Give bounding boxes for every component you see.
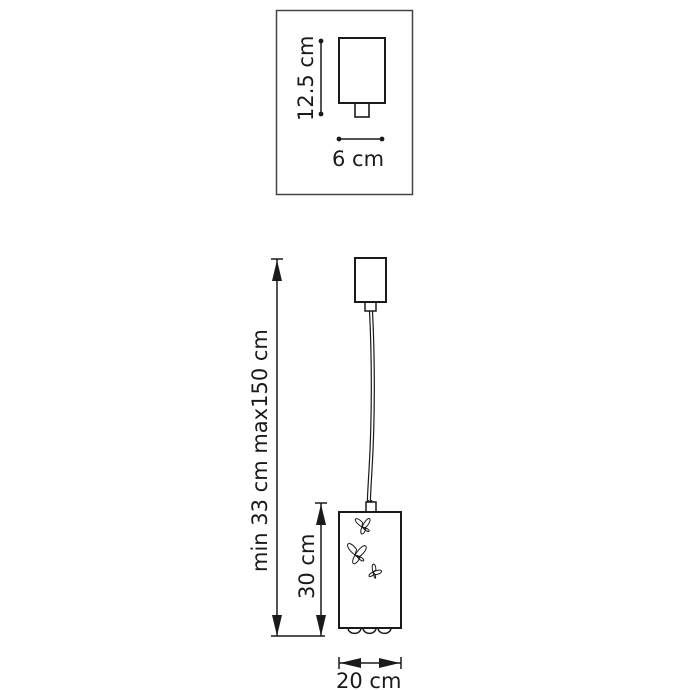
shade-height-dimension: 30 cm bbox=[295, 502, 327, 636]
canopy-connector bbox=[354, 102, 370, 118]
total-height-label: min 33 cm max150 cm bbox=[248, 329, 272, 572]
shade-connector bbox=[365, 501, 377, 513]
arrow-right-icon bbox=[379, 658, 400, 668]
lamp-shade bbox=[338, 511, 402, 629]
lamp-canopy bbox=[354, 257, 387, 303]
butterfly-icon bbox=[354, 518, 371, 535]
shade-width-label: 20 cm bbox=[336, 669, 401, 690]
butterfly-icon bbox=[368, 563, 382, 579]
arrow-up-icon bbox=[272, 260, 282, 281]
suspension-cord bbox=[366, 310, 372, 503]
arrow-left-icon bbox=[340, 658, 361, 668]
canopy-body bbox=[338, 37, 386, 104]
total-height-dimension: min 33 cm max150 cm bbox=[248, 258, 325, 637]
bulb-icon bbox=[347, 627, 362, 635]
shade-height-label: 30 cm bbox=[295, 534, 319, 599]
arrow-down-icon bbox=[316, 615, 326, 636]
canopy-inset: 12.5 cm 6 cm bbox=[275, 9, 414, 196]
canopy-width-label: 6 cm bbox=[332, 147, 384, 171]
canopy-height-label: 12.5 cm bbox=[294, 36, 318, 121]
arrow-down-icon bbox=[272, 615, 282, 636]
butterfly-icon bbox=[347, 543, 367, 565]
canopy-connector bbox=[364, 301, 377, 312]
lamp-drawing bbox=[338, 257, 402, 635]
bulb-icon bbox=[362, 627, 377, 635]
bulb-icon bbox=[377, 627, 392, 635]
inset-frame bbox=[275, 9, 414, 196]
shade-width-dimension: 20 cm bbox=[336, 657, 402, 690]
arrow-up-icon bbox=[316, 504, 326, 525]
